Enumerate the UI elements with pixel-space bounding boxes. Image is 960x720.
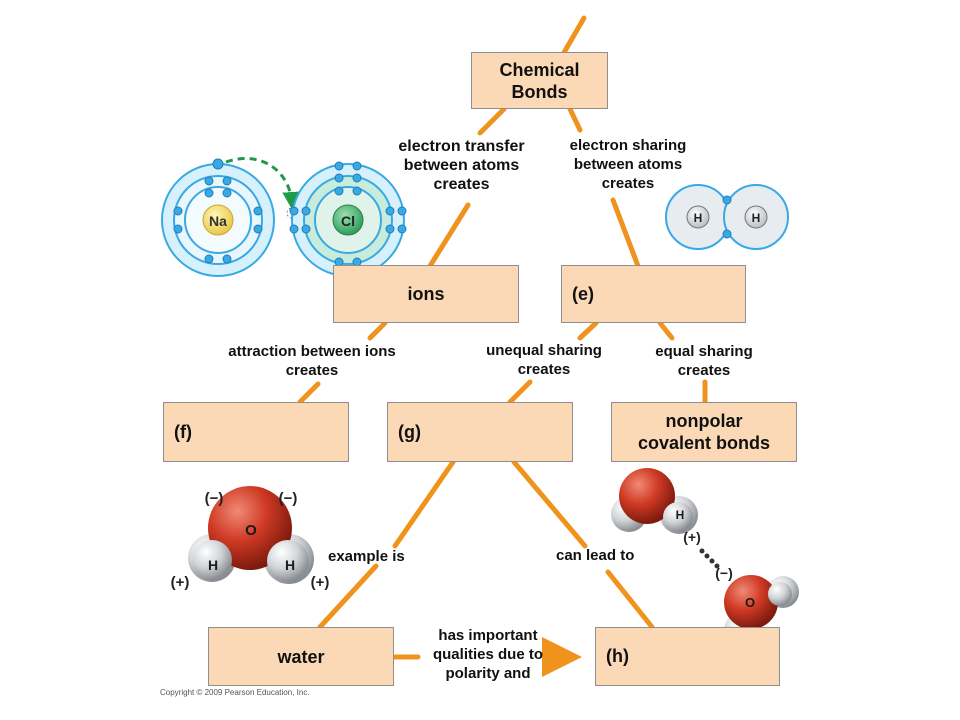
hydrogen-bond-dots [699,548,720,569]
connector-sharing-to-e [610,197,641,269]
box-ions: ions [333,265,519,323]
connector-e-to-unequal [577,320,599,341]
box-nonpolar-covalent-bonds: nonpolar covalent bonds [611,402,797,462]
upper-h-label: H [676,508,685,522]
link-example: example is [328,548,405,565]
sodium-electrons [173,158,263,264]
connector-g-to-example [392,459,456,549]
connector-example-to-water [317,563,379,630]
water-h-left-label: H [208,557,218,573]
link-electron-transfer: electron transfer between atoms creates [398,138,525,193]
lower-o-label: O [745,595,755,610]
connector-attraction-to-f [297,381,321,405]
connector-top [559,15,587,59]
copyright-notice: Copyright © 2009 Pearson Education, Inc. [160,688,310,697]
link-equal: equal sharing creates [655,343,753,379]
link-attraction: attraction between ions creates [228,343,396,379]
connector-transfer-to-ions [427,202,471,269]
hydrogen-symbol-right: H [752,211,761,225]
chlorine-atom-diagram: Cl [289,161,407,279]
water-molecule-model: O H H (−) (−) (+) (+) [171,486,330,591]
connector-to-transfer [477,106,507,136]
box-f: (f) [163,402,349,462]
box-ions-label: ions [407,284,445,304]
connector-ions-to-attraction [367,320,388,341]
charge-neg-bond: (−) [715,565,733,581]
sodium-atom-diagram: Na [161,158,275,277]
connector-lead-to-h [605,569,655,630]
charge-neg-left: (−) [205,490,224,507]
charge-neg-right: (−) [279,490,298,507]
link-lead: can lead to [556,547,635,564]
charge-pos-left: (+) [171,574,190,591]
chlorine-nucleus [332,204,364,236]
connector-e-to-equal [657,320,675,341]
box-h: (h) [595,627,780,686]
box-g: (g) [387,402,573,462]
box-e: (e) [561,265,746,323]
connector-g-to-lead [511,459,588,549]
sodium-nucleus [202,204,234,236]
chlorine-symbol: Cl [341,213,355,229]
box-chemical-bonds: Chemical Bonds [471,52,608,109]
link-unequal: unequal sharing creates [486,342,602,378]
hydrogen-molecule-diagram: H H [665,184,789,250]
water-h-right-label: H [285,557,295,573]
charge-pos-bond: (+) [683,529,701,545]
box-water: water [208,627,394,686]
hydrogen-symbol-left: H [694,211,703,225]
hydrogen-nucleus-left [686,205,710,229]
link-electron-sharing: electron sharing between atoms creates [569,137,687,192]
water-oxygen-label: O [245,522,257,539]
hydrogen-bond-model: H (+) (−) O [611,468,799,648]
charge-pos-right: (+) [311,574,330,591]
link-important: has important qualities due to polarity … [432,627,543,682]
connector-to-sharing [567,106,583,133]
connector-lines [297,15,708,677]
connector-unequal-to-g [507,379,533,405]
hydrogen-nucleus-right [744,205,768,229]
sodium-symbol: Na [209,213,227,229]
